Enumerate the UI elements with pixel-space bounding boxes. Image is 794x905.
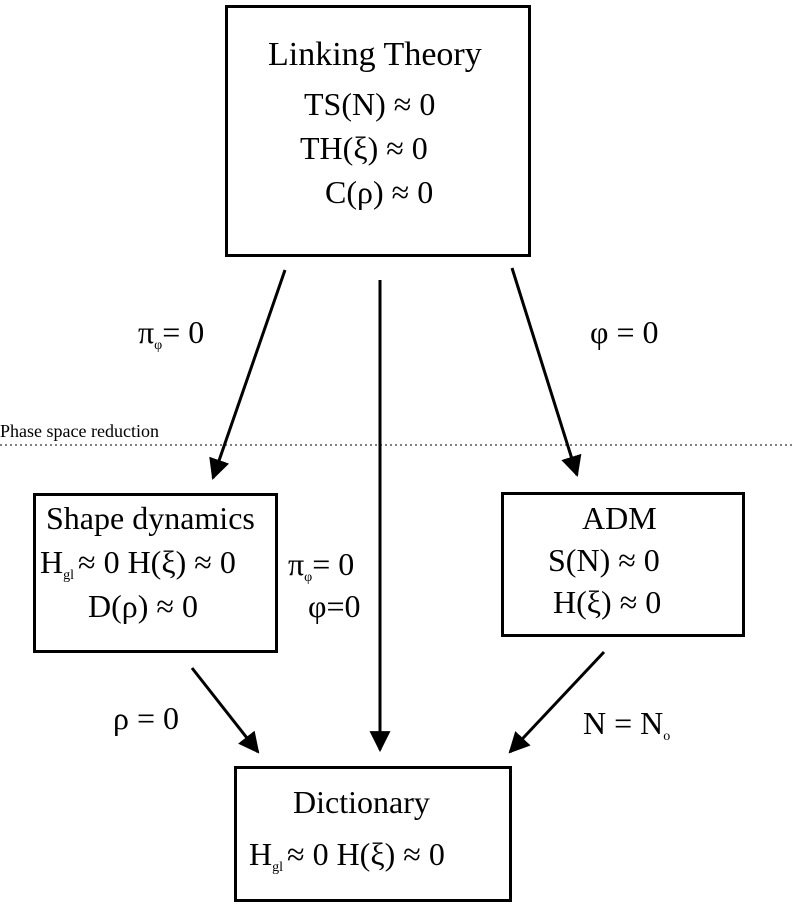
linking-theory-eq-ts: TS(N) ≈ 0 (304, 86, 436, 122)
label-pi-center-rest: = 0 (312, 546, 355, 582)
shape-dynamics-eq-hgl: Hgl ≈ 0 H(ξ) ≈ 0 (40, 544, 236, 583)
arrow-to-adm (510, 267, 582, 478)
linking-theory-box (225, 5, 531, 257)
label-phi-center: φ=0 (308, 588, 361, 624)
shape-dynamics-title: Shape dynamics (46, 500, 255, 536)
adm-eq-h: H(ξ) ≈ 0 (553, 584, 662, 620)
dictionary-box (234, 766, 512, 902)
linking-theory-title: Linking Theory (268, 36, 482, 73)
dictionary-eq-rest: ≈ 0 H(ξ) ≈ 0 (287, 836, 445, 872)
label-pi-phi-left: πφ= 0 (138, 314, 205, 353)
label-n-sub: o (663, 729, 671, 744)
label-rho-zero: ρ = 0 (113, 700, 180, 736)
dictionary-title: Dictionary (293, 784, 430, 820)
shape-dynamics-eq-d: D(ρ) ≈ 0 (88, 588, 198, 624)
dictionary-eq: Hgl ≈ 0 H(ξ) ≈ 0 (249, 836, 445, 875)
label-pi-left-sub: φ (154, 338, 163, 353)
adm-eq-s: S(N) ≈ 0 (548, 542, 660, 578)
adm-box (501, 492, 745, 637)
shape-dynamics-box (33, 493, 278, 653)
shape-dynamics-eq-rest: ≈ 0 H(ξ) ≈ 0 (78, 544, 236, 580)
dictionary-eq-sub: gl (272, 860, 283, 875)
label-phi-right: φ = 0 (590, 314, 659, 350)
arrow-shape-to-dictionary (190, 667, 260, 754)
shape-dynamics-eq-sub: gl (63, 568, 74, 583)
label-pi-left: π (138, 314, 155, 350)
shape-dynamics-eq-h: H (40, 544, 64, 580)
label-pi-phi-center: πφ= 0 (288, 546, 355, 585)
linking-theory-eq-th: TH(ξ) ≈ 0 (300, 130, 428, 166)
label-pi-center-sub: φ (304, 570, 313, 585)
phase-space-reduction-label: Phase space reduction (0, 421, 159, 441)
arrow-to-shape-dynamics (209, 269, 287, 480)
label-n-main: N = N (583, 705, 664, 741)
linking-theory-eq-c: C(ρ) ≈ 0 (325, 174, 434, 210)
label-n-n0: N = No (583, 705, 671, 744)
label-pi-center: π (288, 546, 305, 582)
adm-title: ADM (582, 500, 657, 536)
label-pi-left-rest: = 0 (162, 314, 205, 350)
arrow-adm-to-dictionary (508, 650, 606, 754)
dictionary-eq-h: H (249, 836, 273, 872)
